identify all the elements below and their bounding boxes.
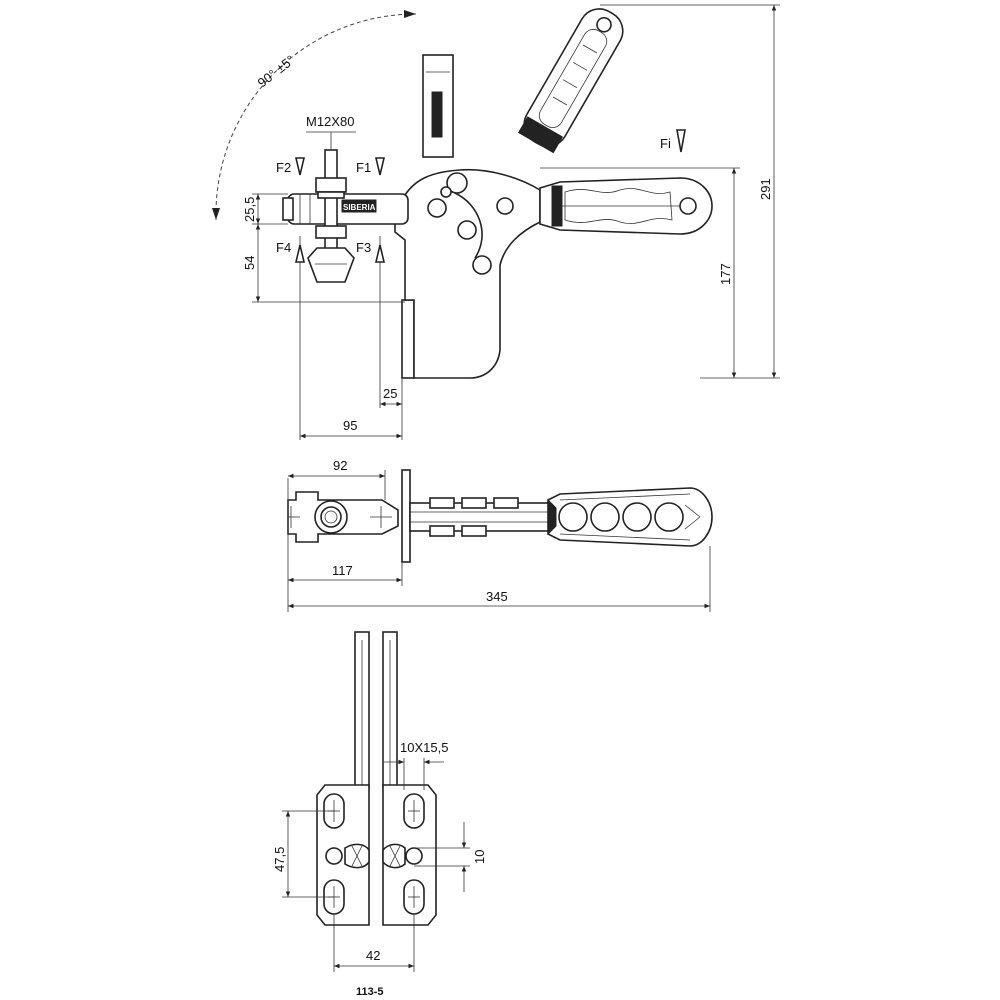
open-handle — [517, 8, 624, 154]
dim-291: 291 — [758, 178, 773, 200]
base-view: 10X15,5 47,5 10 42 113-5 — [272, 631, 487, 998]
dim-25-5: 25,5 — [242, 197, 257, 222]
angle-label: 90° ±5° — [255, 52, 298, 90]
dim-54: 54 — [242, 256, 257, 270]
dim-177: 177 — [718, 263, 733, 285]
force-f3-arrow — [374, 244, 386, 263]
thread-label: M12X80 — [306, 114, 354, 129]
dim-47-5: 47,5 — [272, 847, 287, 872]
rotation-arc — [215, 13, 417, 213]
dim-95: 95 — [343, 418, 357, 433]
clamp-body — [394, 168, 541, 379]
dim-10: 10 — [472, 850, 487, 864]
force-f1: F1 — [356, 160, 371, 175]
force-f4-arrow — [294, 244, 306, 263]
base-plate — [401, 299, 415, 379]
dim-345: 345 — [486, 589, 508, 604]
force-f4: F4 — [276, 240, 291, 255]
dim-117: 117 — [332, 563, 353, 578]
dim-25: 25 — [383, 386, 397, 401]
dim-92: 92 — [333, 458, 347, 473]
slot-label: 10X15,5 — [400, 740, 448, 755]
force-fi: Fi — [660, 136, 671, 151]
top-view: 92 117 345 — [287, 458, 713, 612]
dim-42: 42 — [366, 948, 380, 963]
part-number: 113-5 — [356, 986, 384, 998]
arm-brand: SIBERIA — [343, 203, 376, 212]
spindle — [307, 149, 355, 283]
side-view: 90° ±5° SIBERIA — [212, 4, 780, 440]
main-handle — [539, 177, 713, 235]
force-f2-arrow — [294, 157, 306, 176]
force-fi-arrow — [676, 129, 686, 153]
force-f2: F2 — [276, 160, 291, 175]
force-f1-arrow — [374, 157, 386, 176]
force-f3: F3 — [356, 240, 371, 255]
